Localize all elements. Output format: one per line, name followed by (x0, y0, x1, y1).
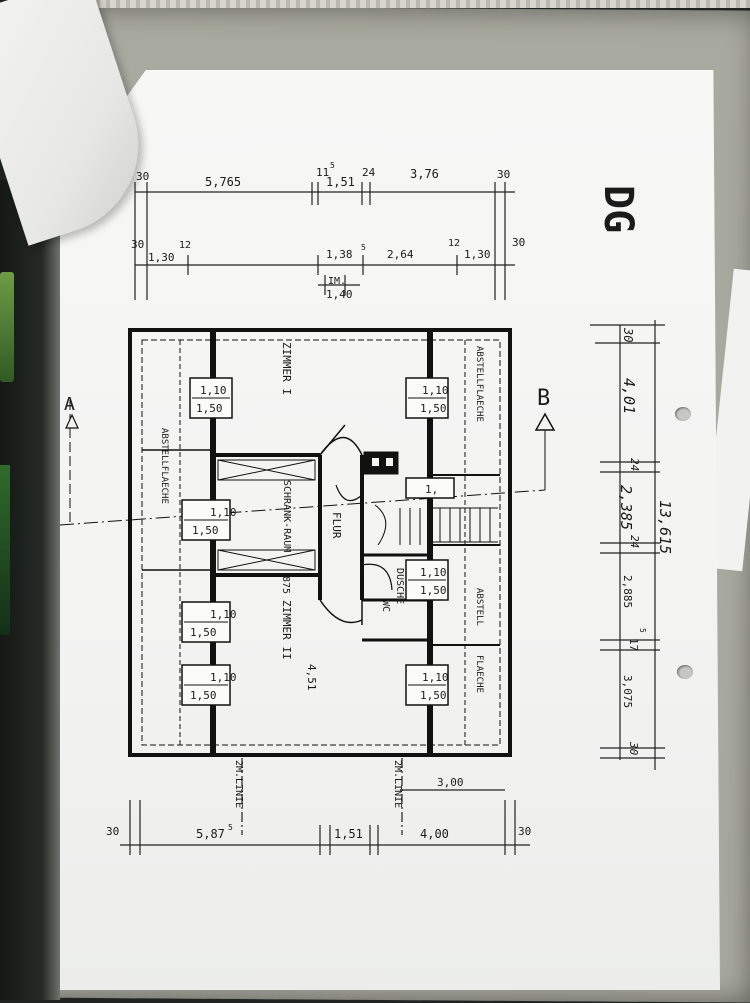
dim-11-sup: 5 (330, 161, 335, 170)
room-flur: FLUR (330, 512, 343, 539)
dim-376: 3,76 (410, 167, 439, 181)
dim-875: 875 (280, 576, 291, 594)
window: 1,10 1,50 (405, 377, 449, 419)
room-zimmer-1: ZIMMER I (280, 342, 293, 395)
windows: 1,10 1,50 1,10 1,50 1,10 1,50 1,10 1,50 … (181, 377, 455, 706)
top-dimension-labels: 30 5,765 11 5 1,51 24 3,76 30 30 12 1,30… (131, 161, 525, 301)
dim-2885: 2,885 (621, 575, 634, 608)
dim2-138: 1,38 (326, 248, 353, 261)
window-h: 1,50 (196, 402, 223, 415)
window: 1,10 1,50 (181, 601, 237, 643)
window: 1,10 1,50 (181, 499, 237, 541)
window-h: 1,50 (190, 689, 217, 702)
window-w: 1,10 (210, 506, 237, 519)
window: 1,10 1,50 (405, 559, 449, 601)
green-pen-lower (0, 465, 10, 635)
building-walls (59, 328, 546, 757)
dim-24: 24 (362, 166, 376, 179)
window-w: 1,10 (210, 608, 237, 621)
window-h: 1,50 (420, 584, 447, 597)
dim-5765: 5,765 (205, 175, 241, 189)
room-abstellflaeche-2: ABSTELLFLAECHE (159, 428, 169, 504)
punch-hole-top (675, 407, 691, 421)
window-h: 1,50 (420, 689, 447, 702)
im-label: IM. (328, 276, 346, 287)
window-h: 1,50 (190, 626, 217, 639)
hand-dim-401: 4,01 (620, 378, 638, 414)
sheet-title: DG (595, 185, 641, 233)
dim-11: 11 (316, 166, 329, 179)
room-abstell-3: ABSTELL (474, 588, 484, 626)
line-2m-left: 2M.LINIE (233, 760, 244, 808)
dim2-264: 2,64 (387, 248, 414, 261)
window-w: 1,10 (200, 384, 227, 397)
room-wc: WC (380, 600, 391, 612)
window-h: 1,50 (192, 524, 219, 537)
room-zimmer-2: ZIMMER II (280, 600, 293, 660)
im-value: 1,40 (326, 288, 353, 301)
bottom-dimension-labels: 2M.LINIE 2M.LINIE 3,00 30 5,87 5 1,51 4,… (106, 760, 531, 841)
section-arrow-b (534, 412, 556, 431)
dim-30-left: 30 (136, 170, 149, 183)
bottom-dimension-lines (120, 758, 530, 855)
dim2-12-right: 12 (448, 238, 460, 249)
dim2-30-right: 30 (512, 236, 525, 249)
dim2-12-left: 12 (179, 240, 191, 251)
fabric-strip (80, 0, 750, 8)
dim2-30-left: 30 (131, 238, 144, 251)
section-marker-b: B (537, 386, 550, 411)
hand-dim-30-top: 30 (621, 327, 635, 342)
dim2-130-left: 1,30 (148, 251, 175, 264)
dim-151: 1,51 (326, 175, 355, 189)
dim-30-bottom-left: 30 (106, 825, 119, 838)
window-w: 1,10 (210, 671, 237, 684)
dim-3075: 3,075 (621, 675, 634, 708)
room-abstellflaeche-1: ABSTELLFLAECHE (474, 346, 484, 422)
dim-451: 4,51 (305, 664, 318, 691)
window-w: 1,10 (420, 566, 447, 579)
dim-30-right: 30 (497, 168, 510, 181)
dim-5875-sup: 5 (228, 823, 233, 832)
window: 1, (405, 477, 455, 499)
room-schrankraum: SCHRANK-RAUM (281, 480, 292, 552)
dim-30-bottom-right: 30 (518, 825, 531, 838)
dim-151-bottom: 1,51 (334, 827, 363, 841)
dim-300: 3,00 (437, 776, 464, 789)
dim2-138-sup: 5 (361, 243, 366, 252)
window: 1,10 1,50 (405, 664, 449, 706)
section-arrow-a (65, 413, 79, 429)
dim2-130-right: 1,30 (464, 248, 491, 261)
hand-dim-2385: 2,385 (617, 485, 635, 530)
window-w: 1,10 (422, 384, 449, 397)
green-pen (0, 272, 14, 382)
window-w: 1,10 (422, 671, 449, 684)
room-dusche: DUSCHE (394, 568, 405, 604)
right-dimension-labels: 30 4,01 24 2,385 24 13,615 2,885 17 5 3,… (617, 327, 674, 756)
line-2m-right: 2M.LINIE (392, 760, 403, 808)
hand-dim-30-bottom: 30 (627, 741, 640, 756)
room-labels: ZIMMER I ZIMMER II SCHRANK-RAUM FLUR DUS… (159, 342, 484, 693)
window-h: 1,50 (420, 402, 447, 415)
window: 1,10 1,50 (181, 664, 237, 706)
top-dimension-lines (134, 182, 515, 300)
hand-dim-24-b: 24 (628, 535, 641, 548)
window: 1,10 1,50 (189, 377, 233, 419)
dim-5875: 5,87 (196, 827, 225, 841)
hand-dim-total: 13,615 (656, 500, 674, 554)
floor-plan-paper (60, 70, 720, 990)
small-window-label: 1, (425, 483, 438, 496)
room-flaeche-4: FLAECHE (474, 655, 484, 693)
dim-400: 4,00 (420, 827, 449, 841)
right-dimension-lines (590, 320, 665, 770)
dim-17-sup: 5 (638, 628, 647, 633)
dim-17: 17 (627, 638, 640, 651)
punch-hole-bottom (677, 665, 693, 679)
hand-dim-24-a: 24 (628, 458, 641, 471)
section-marker-a: A (64, 394, 75, 415)
